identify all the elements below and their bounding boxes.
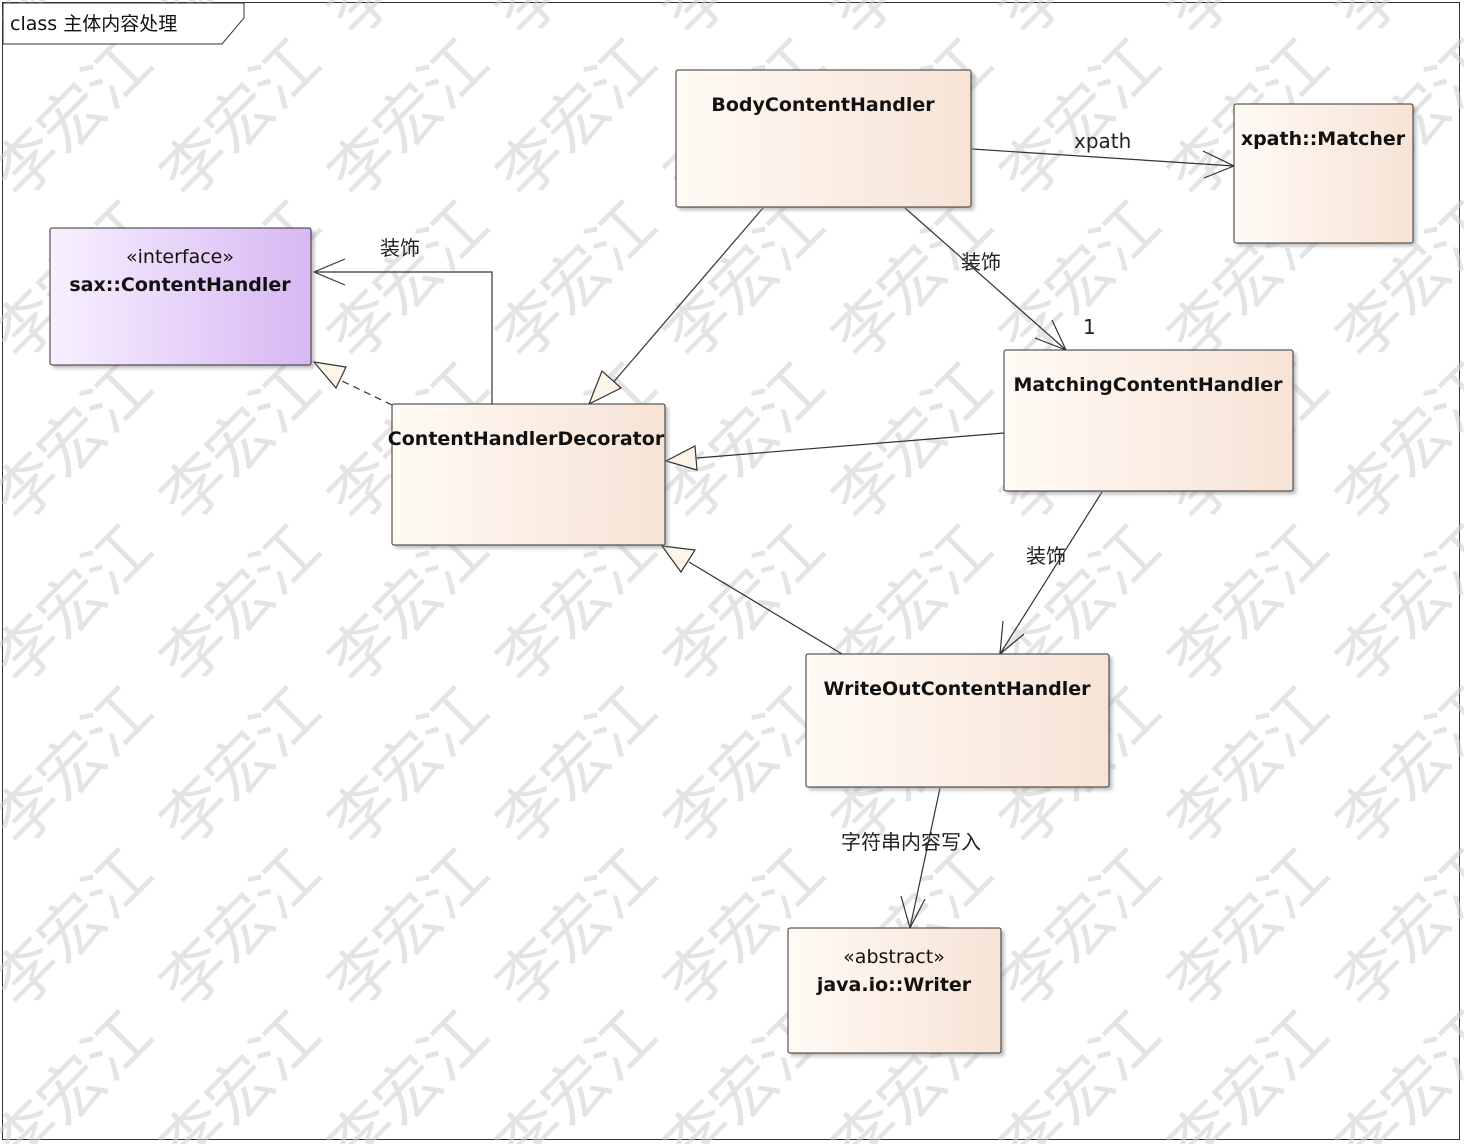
stereotype: «interface» <box>126 246 234 268</box>
interface-sax-content-handler[interactable]: «interface» sax::ContentHandler <box>49 227 312 366</box>
association-writeout-writer <box>900 787 941 930</box>
class-name: xpath::Matcher <box>1241 128 1406 150</box>
realization-decorator-sax <box>312 361 393 406</box>
class-matching-content-handler[interactable]: MatchingContentHandler <box>1003 349 1294 492</box>
class-name: java.io::Writer <box>816 974 972 996</box>
frame-title-tab: class 主体内容处理 <box>2 2 245 45</box>
association-body-matching <box>904 207 1068 352</box>
frame-title: class 主体内容处理 <box>10 13 177 35</box>
class-name: MatchingContentHandler <box>1014 374 1284 396</box>
class-writeout-content-handler[interactable]: WriteOutContentHandler <box>805 653 1110 788</box>
label-body-matching: 装饰 <box>961 250 1001 274</box>
label-body-matcher: xpath <box>1074 129 1131 153</box>
generalization-matching-decorator <box>664 432 1005 471</box>
class-body-content-handler[interactable]: BodyContentHandler <box>675 69 972 208</box>
label-matching-writeout: 装饰 <box>1026 544 1066 568</box>
generalization-writeout-decorator <box>660 545 843 655</box>
label-decorator-sax: 装饰 <box>380 236 420 260</box>
class-java-io-writer[interactable]: «abstract» java.io::Writer <box>787 927 1002 1054</box>
class-content-handler-decorator[interactable]: ContentHandlerDecorator <box>388 403 666 546</box>
generalization-body-decorator <box>587 207 764 406</box>
class-name: ContentHandlerDecorator <box>388 428 665 450</box>
stereotype: «abstract» <box>843 946 945 968</box>
class-name: sax::ContentHandler <box>69 274 291 296</box>
association-body-matcher <box>971 148 1236 179</box>
class-name: BodyContentHandler <box>711 94 935 116</box>
label-writeout-writer: 字符串内容写入 <box>841 830 981 854</box>
multiplicity-body-matching: 1 <box>1083 315 1096 339</box>
class-xpath-matcher[interactable]: xpath::Matcher <box>1233 103 1414 244</box>
association-matching-writeout <box>999 491 1103 656</box>
association-decorator-sax <box>312 258 493 404</box>
class-name: WriteOutContentHandler <box>824 678 1092 700</box>
